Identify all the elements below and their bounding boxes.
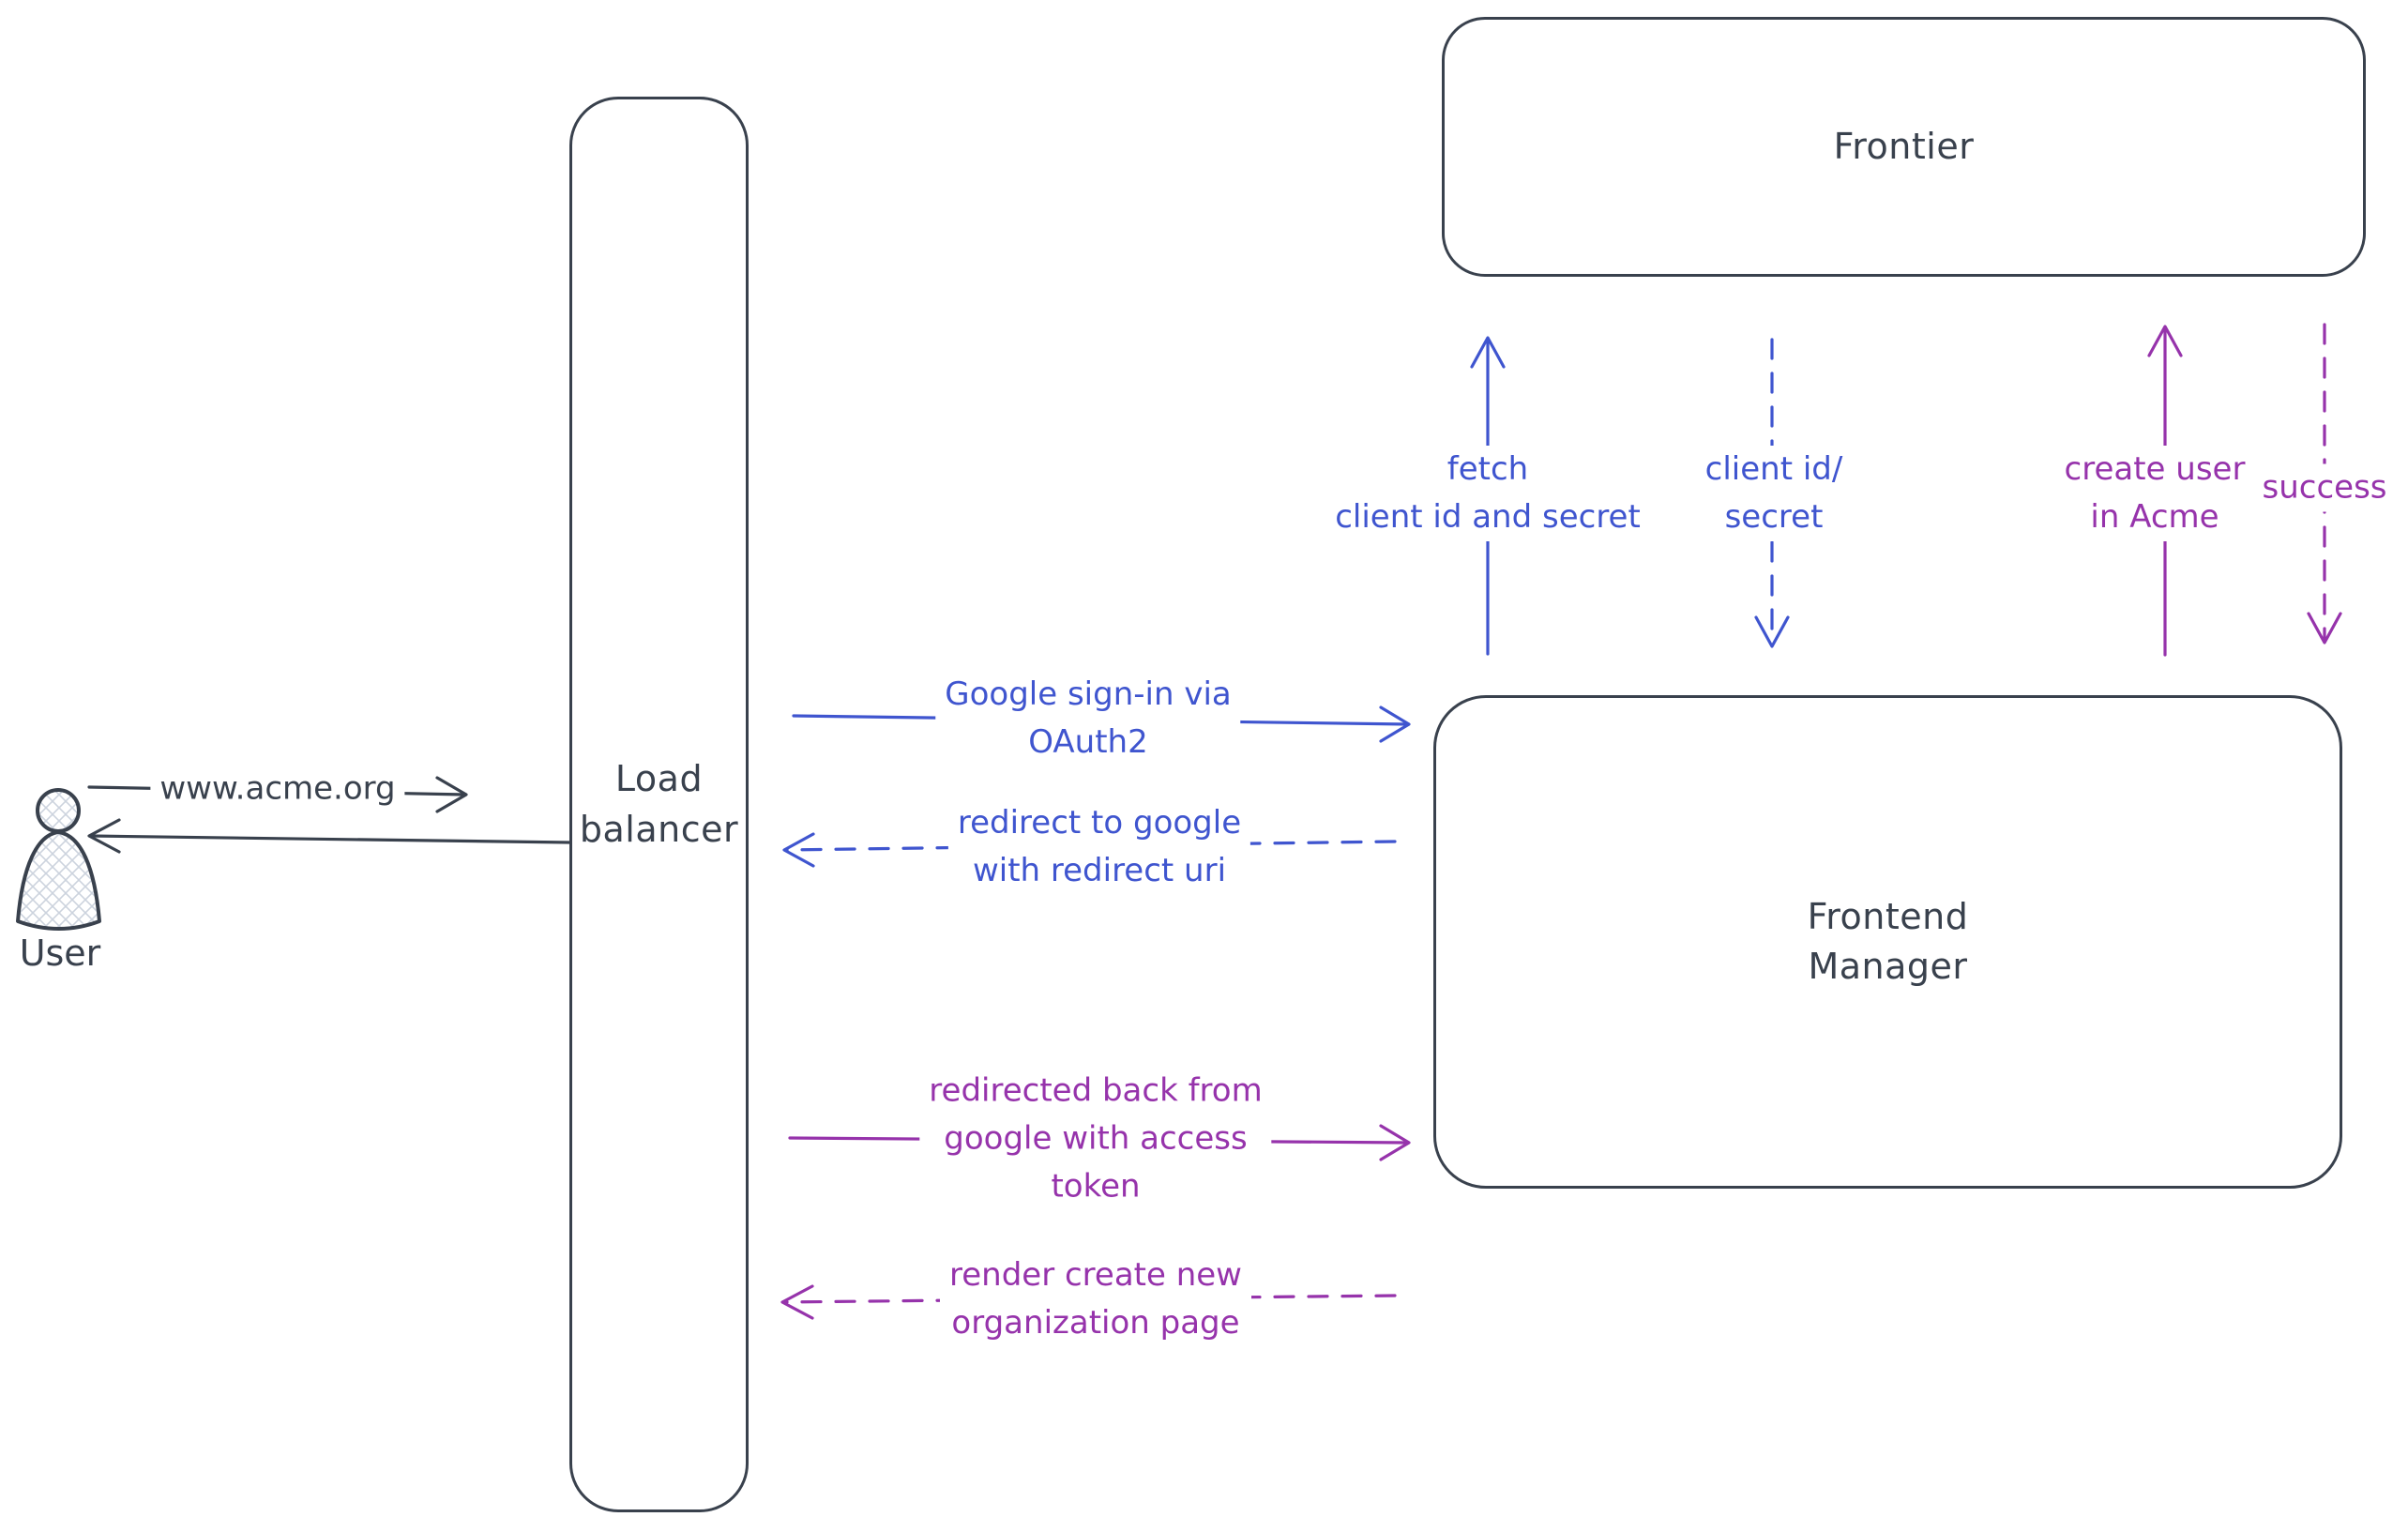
node-frontier[interactable]: Frontier: [1442, 17, 2366, 277]
label-redirected-back: redirected back from google with access …: [919, 1067, 1272, 1211]
arrow-success[interactable]: [2307, 323, 2342, 645]
label-create-user: create user in Acme: [2054, 446, 2255, 541]
label-redirect-google: redirect to google with redirect uri: [947, 799, 1251, 895]
label-acme-request: www.acme.org: [150, 765, 405, 813]
node-frontend-manager[interactable]: Frontend Manager: [1433, 695, 2342, 1189]
load-balancer-title: Load balancer: [579, 758, 739, 850]
label-client-id-secret: client id/ secret: [1695, 446, 1853, 541]
label-render-org-page: render create new organization page: [940, 1251, 1251, 1347]
label-fetch-secret: fetch client id and secret: [1325, 446, 1650, 541]
label-google-signin: Google sign-in via OAuth2: [935, 671, 1241, 766]
user-label: User: [19, 933, 101, 974]
user-head: [36, 788, 81, 833]
frontier-title: Frontier: [1833, 125, 1975, 167]
node-load-balancer[interactable]: Load balancer: [569, 97, 749, 1512]
arrow-response-to-user[interactable]: [87, 818, 571, 854]
label-success: success: [2252, 463, 2397, 512]
frontend-manager-title: Frontend Manager: [1807, 895, 1969, 987]
user-body: [16, 830, 101, 931]
user-figure[interactable]: [16, 788, 101, 931]
